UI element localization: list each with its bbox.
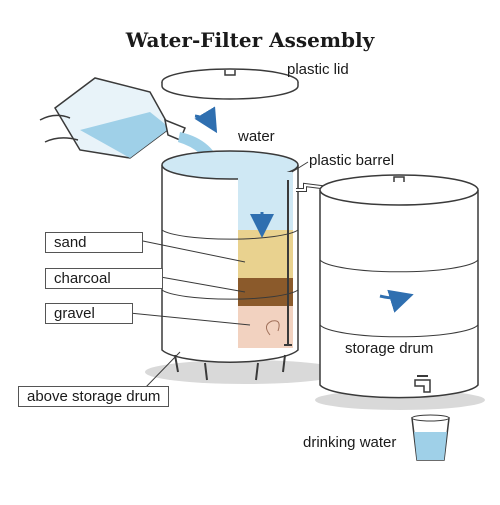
label-sand: sand — [45, 232, 143, 253]
tap-icon — [414, 375, 431, 393]
storage-drum — [319, 174, 479, 399]
leader-plastic-barrel — [291, 161, 309, 173]
pour-arrow-icon — [194, 106, 218, 134]
leader-gravel — [119, 311, 251, 326]
label-plastic-lid: plastic lid — [287, 61, 349, 78]
plastic-lid — [161, 68, 299, 100]
leader-sand — [137, 239, 246, 263]
label-gravel: gravel — [45, 303, 133, 324]
label-storage-drum: storage drum — [345, 340, 434, 357]
diagram-title: Water-Filter Assembly — [125, 28, 375, 52]
glass-icon — [411, 414, 450, 461]
label-plastic-barrel: plastic barrel — [309, 152, 395, 169]
barrel-shadow — [145, 360, 345, 384]
label-water: water — [238, 128, 275, 145]
label-drinking-water: drinking water — [303, 434, 397, 451]
drum-flow-arrow-icon — [379, 289, 414, 313]
label-charcoal: charcoal — [45, 268, 163, 289]
leader-above-storage-drum — [144, 351, 181, 389]
water-jug — [39, 77, 186, 159]
leader-charcoal — [154, 275, 246, 293]
label-above-storage-drum: above storage drum — [18, 386, 170, 407]
plastic-barrel — [161, 150, 299, 381]
